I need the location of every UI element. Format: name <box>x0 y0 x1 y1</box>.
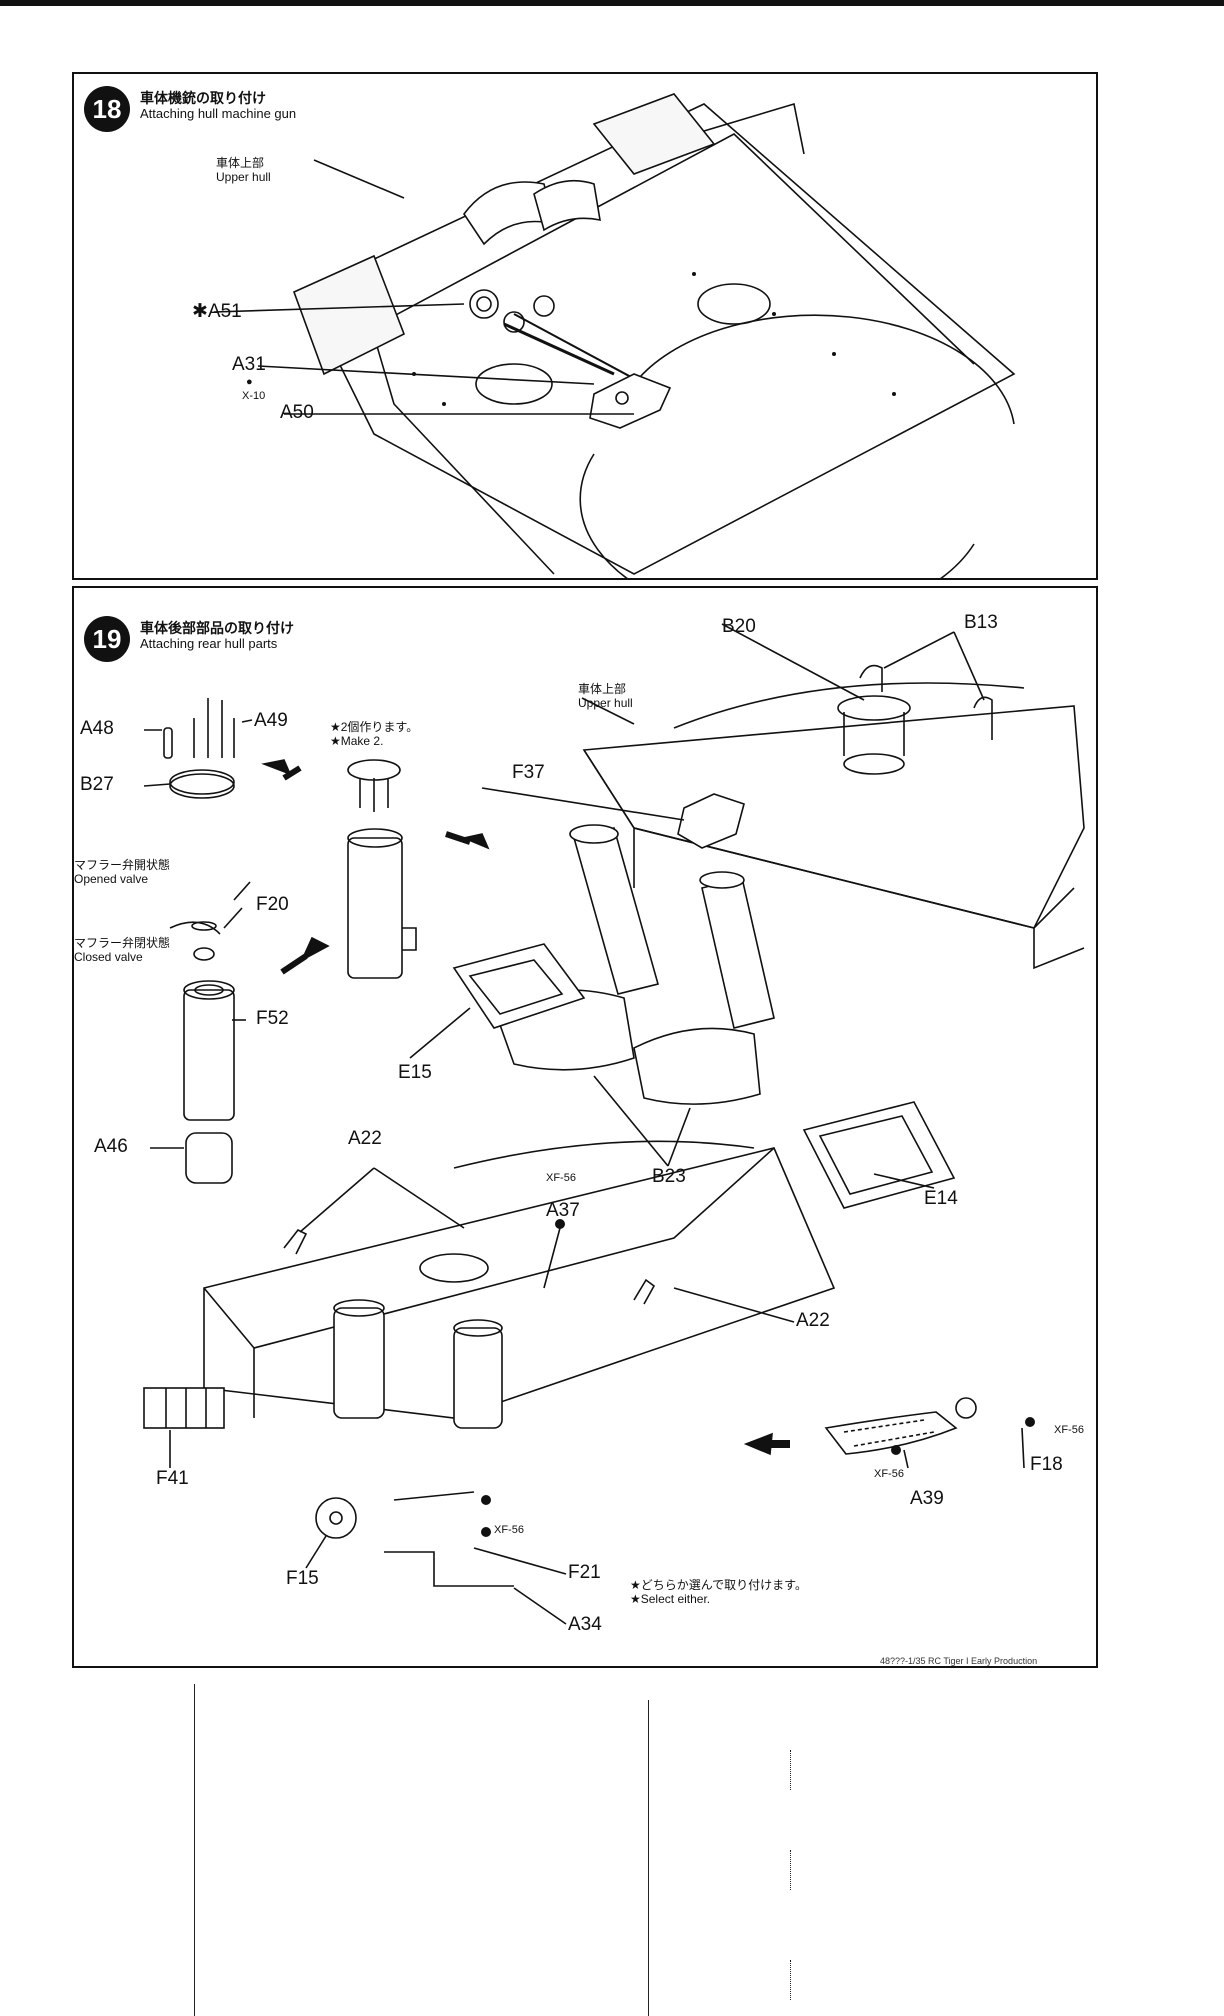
step-19-part-a46-label: A46 <box>94 1136 128 1157</box>
step-19-f18-paint-code: XF-56 <box>1054 1424 1084 1436</box>
step-19-part-a48-label: A48 <box>80 718 114 739</box>
step-18-title-jp: 車体機銃の取り付け <box>140 90 266 106</box>
step-18-part-a31-label: A31 <box>232 354 266 375</box>
step-18-title-en: Attaching hull machine gun <box>140 106 297 121</box>
step-18-number: 18 <box>84 86 130 132</box>
step-19-part-f52-label: F52 <box>256 1008 289 1029</box>
step-19-part-f37-label: F37 <box>512 762 545 783</box>
step-19-title-en: Attaching rear hull parts <box>140 636 278 651</box>
step-19-panel: 19 車体後部部品の取り付け Attaching rear hull parts <box>72 586 1098 1668</box>
step-19-f21-paint-code: XF-56 <box>494 1524 524 1536</box>
step-19-make2-note-en: ★Make 2. <box>330 734 384 748</box>
column-rule-dotted-3 <box>790 1960 791 2000</box>
step-19-part-b27-label: B27 <box>80 774 114 795</box>
step-18-part-a51-label: ✱A51 <box>192 301 242 322</box>
step-19-part-b20-label: B20 <box>722 616 756 637</box>
step-19-part-e15-label: E15 <box>398 1062 432 1083</box>
step-19-select-either-jp: ★どちらか選んで取り付けます。 <box>630 1578 807 1592</box>
step-18-upper-hull-label-jp: 車体上部 <box>216 156 265 170</box>
step-19-make2-note-jp: ★2個作ります。 <box>330 720 419 734</box>
step-19-number: 19 <box>84 616 130 662</box>
step-19-part-f41-label: F41 <box>156 1468 189 1489</box>
top-border-rule <box>0 0 1224 6</box>
page-footer-note: 48???-1/35 RC Tiger I Early Production <box>880 1656 1038 1666</box>
step-19-part-a37-label: A37 <box>546 1200 580 1221</box>
step-19-upper-hull-en: Upper hull <box>578 696 633 710</box>
column-rule-dotted-1 <box>790 1750 791 1790</box>
step-19-opened-valve-jp: マフラー弁開状態 <box>74 858 171 872</box>
column-rule-dotted-2 <box>790 1850 791 1890</box>
step-18-upper-hull-label-en: Upper hull <box>216 170 271 184</box>
step-19-part-a22-right-label: A22 <box>796 1310 830 1331</box>
column-rule-left <box>194 1684 195 2016</box>
step-19-part-a22-left-label: A22 <box>348 1128 382 1149</box>
step-19-part-f20-label: F20 <box>256 894 289 915</box>
step-19-closed-valve-en: Closed valve <box>74 950 143 964</box>
paint-dot-icon: ● <box>246 376 253 388</box>
step-18-hull-drawing <box>213 93 1016 578</box>
step-18-a31-paint-code: X-10 <box>242 390 266 402</box>
step-19-part-b13-label: B13 <box>964 612 998 633</box>
step-19-part-a49-label: A49 <box>254 710 288 731</box>
step-19-a39-paint-code: XF-56 <box>874 1468 904 1480</box>
step-19-a37-paint-code: XF-56 <box>546 1172 576 1184</box>
cement-icon: ✱ <box>192 301 208 322</box>
step-19-closed-valve-jp: マフラー弁閉状態 <box>74 936 171 950</box>
step-19-part-a39-label: A39 <box>910 1488 944 1509</box>
step-19-title-jp: 車体後部部品の取り付け <box>140 620 294 636</box>
column-rule-middle <box>648 1700 649 2016</box>
step-18-panel: 18 車体機銃の取り付け Attaching hull machine gun <box>72 72 1098 580</box>
step-19-opened-valve-en: Opened valve <box>74 872 149 886</box>
step-19-part-e14-label: E14 <box>924 1188 958 1209</box>
step-19-assembly-drawing <box>143 623 1085 1625</box>
step-19-part-f21-label: F21 <box>568 1562 601 1583</box>
step-19-select-either-en: ★Select either. <box>630 1592 711 1606</box>
step-19-upper-hull-jp: 車体上部 <box>578 682 627 696</box>
step-19-part-b23-label: B23 <box>652 1166 686 1187</box>
step-19-part-f15-label: F15 <box>286 1568 319 1589</box>
step-19-part-a34-label: A34 <box>568 1614 602 1635</box>
step-18-part-a50-label: A50 <box>280 402 314 423</box>
step-19-part-f18-label: F18 <box>1030 1454 1063 1475</box>
